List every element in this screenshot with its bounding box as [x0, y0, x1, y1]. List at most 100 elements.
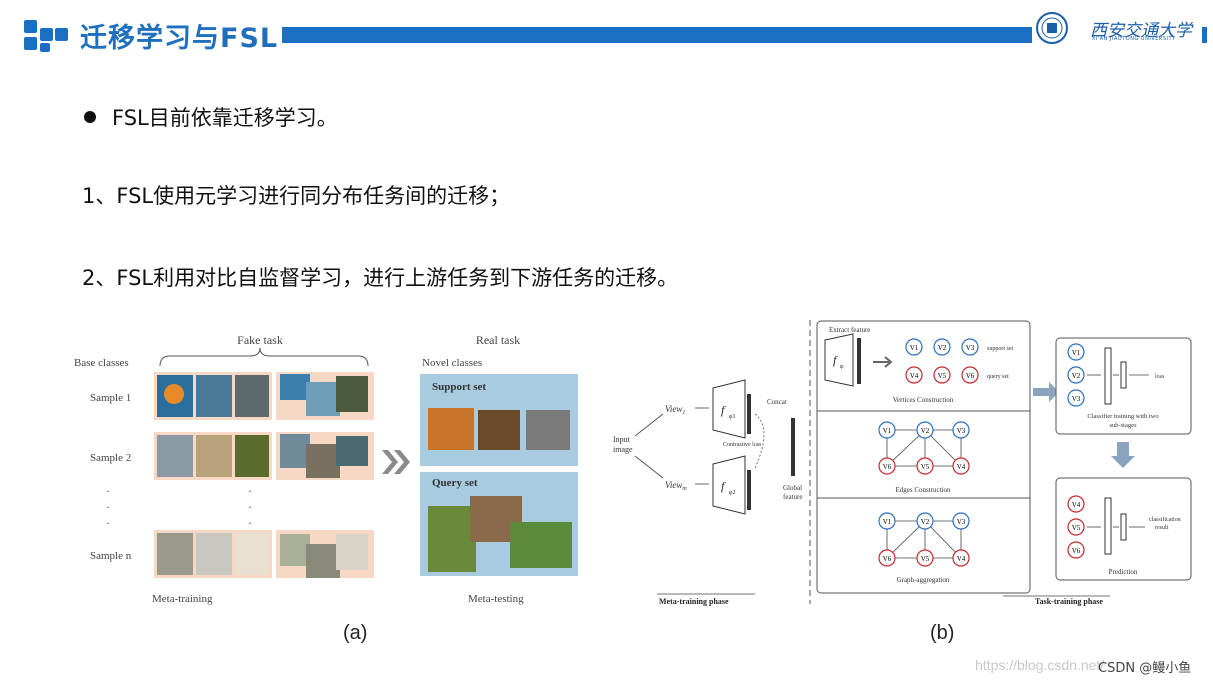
encoder-2: [712, 455, 746, 515]
meta-training-label: Meta-training: [152, 593, 213, 605]
support-image-dog: [428, 408, 474, 450]
meta-testing-label: Meta-testing: [468, 593, 524, 605]
svg-text:V3: V3: [1072, 395, 1081, 403]
bullet-dot: [84, 111, 96, 123]
university-seal-icon: [1036, 12, 1068, 44]
university-name-en: XI'AN JIAOTONG UNIVERSITY: [1092, 36, 1176, 42]
global-feature-bar: [791, 418, 795, 476]
encoder-1-label: f: [721, 403, 726, 417]
svg-text:φ1: φ1: [729, 414, 735, 420]
global-feature-label-2: feature: [783, 493, 802, 501]
svg-text:V6: V6: [883, 555, 892, 563]
point-1-text: 1、FSL使用元学习进行同分布任务间的迁移；: [82, 184, 511, 208]
svg-text:V6: V6: [883, 463, 892, 471]
graph-aggregation-label: Graph-aggregation: [897, 576, 950, 584]
university-logo: [1032, 10, 1202, 46]
svg-text:V4: V4: [910, 372, 919, 380]
base-classes-label: Base classes: [74, 357, 129, 369]
prediction-label: Prediction: [1109, 568, 1138, 576]
figure-a-caption: (a): [343, 622, 368, 644]
sample-1-label: Sample 1: [90, 392, 131, 404]
point-2-text: 2、FSL利用对比自监督学习，进行上游任务到下游任务的迁移。: [82, 266, 679, 290]
sample-2-images: [154, 432, 374, 480]
vertices-nodes: V1 V2 V3 V4 V5 V6: [905, 338, 979, 384]
graph-panel: [816, 320, 1031, 594]
input-image-label-1: Input: [613, 435, 631, 444]
arrow-down-icon: [1111, 442, 1135, 468]
classifier-training-label-1: Classifier training with two: [1087, 413, 1158, 420]
svg-text:·: ·: [106, 500, 110, 514]
classification-result-label-2: result: [1155, 525, 1169, 531]
figure-a: Fake task Real task Base classes Novel c…: [74, 333, 578, 605]
svg-text:V5: V5: [921, 463, 930, 471]
header-bar: [282, 27, 1207, 43]
extract-feature-label: Extract feature: [829, 326, 870, 334]
svg-text:V5: V5: [921, 555, 930, 563]
meta-training-phase-label: Meta-training phase: [659, 597, 729, 606]
page-title: 迁移学习与FSL: [80, 23, 279, 54]
svg-text:V5: V5: [1072, 524, 1081, 532]
support-image-bear: [478, 410, 520, 450]
classification-result-label-1: classification: [1149, 516, 1181, 523]
edges-graph: V1 V2 V3 V6 V5 V4: [878, 421, 970, 475]
svg-text:·: ·: [248, 484, 252, 498]
vertices-construction-label: Vertices Construction: [893, 396, 954, 404]
svg-text:V3: V3: [957, 518, 966, 526]
svg-text:·: ·: [248, 500, 252, 514]
figure-b: Input image View1 Viewm f φ1 f φ2 Concat…: [613, 320, 1192, 606]
watermark-url: https://blog.csdn.net/: [975, 657, 1105, 673]
svg-text:V1: V1: [883, 518, 892, 526]
view-m-label: Viewm: [665, 480, 687, 492]
svg-text:f: f: [833, 353, 838, 367]
svg-text:V6: V6: [966, 372, 975, 380]
svg-text:V1: V1: [1072, 349, 1081, 357]
svg-text:V2: V2: [1072, 372, 1081, 380]
fake-task-brace: [159, 347, 369, 367]
sample-2-label: Sample 2: [90, 452, 131, 464]
novel-classes-label: Novel classes: [422, 357, 482, 369]
svg-text:V2: V2: [938, 344, 947, 352]
loss-label: loss: [1155, 374, 1165, 380]
encoder-2-label: f: [721, 479, 726, 493]
query-set-label: Query set: [432, 477, 478, 489]
svg-text:V4: V4: [1072, 501, 1081, 509]
input-image-label-2: image: [613, 445, 633, 454]
csdn-author-tag: CSDN @鳗小鱼: [1098, 661, 1192, 676]
contrastive-loss-label: Contrastive loss: [723, 442, 762, 448]
university-name: 西安交通大学: [1090, 21, 1192, 41]
svg-text:V1: V1: [883, 427, 892, 435]
svg-text:φ: φ: [840, 364, 844, 370]
svg-text:·: ·: [106, 516, 110, 530]
task-training-phase-label: Task-training phase: [1035, 597, 1103, 606]
fake-task-label: Fake task: [237, 333, 283, 347]
sample-n-images: [154, 530, 374, 578]
svg-text:V5: V5: [938, 372, 947, 380]
chevron-right-icon: [394, 450, 410, 474]
figure-b-caption: (b): [930, 622, 955, 644]
svg-text:V2: V2: [921, 518, 930, 526]
svg-text:V3: V3: [957, 427, 966, 435]
svg-text:V4: V4: [957, 555, 966, 563]
real-task-label: Real task: [476, 333, 520, 347]
arrow-right-icon: [1033, 382, 1059, 402]
query-image-poodle: [510, 522, 572, 568]
aggregation-graph: V1 V2 V3 V6 V5 V4: [878, 512, 970, 567]
concat-label: Concat: [767, 398, 787, 406]
bullet-text: FSL目前依靠迁移学习。: [112, 106, 338, 130]
chevron-right-icon: [382, 450, 398, 474]
sample-n-label: Sample n: [90, 550, 132, 562]
sample-1-images: [154, 372, 374, 420]
query-set-label: query set: [987, 374, 1009, 380]
svg-text:V4: V4: [957, 463, 966, 471]
svg-text:φ2: φ2: [729, 490, 735, 496]
svg-text:V2: V2: [921, 427, 930, 435]
extract-encoder: [824, 333, 854, 387]
logo-cubes-icon: [24, 20, 68, 52]
support-set-label: support set: [987, 346, 1013, 352]
edges-construction-label: Edges Construction: [895, 486, 951, 494]
svg-text:V6: V6: [1072, 547, 1081, 555]
encoder-1: [712, 379, 746, 439]
view-1-label: View1: [665, 404, 685, 416]
global-feature-label-1: Global: [783, 484, 802, 492]
svg-text:V1: V1: [910, 344, 919, 352]
